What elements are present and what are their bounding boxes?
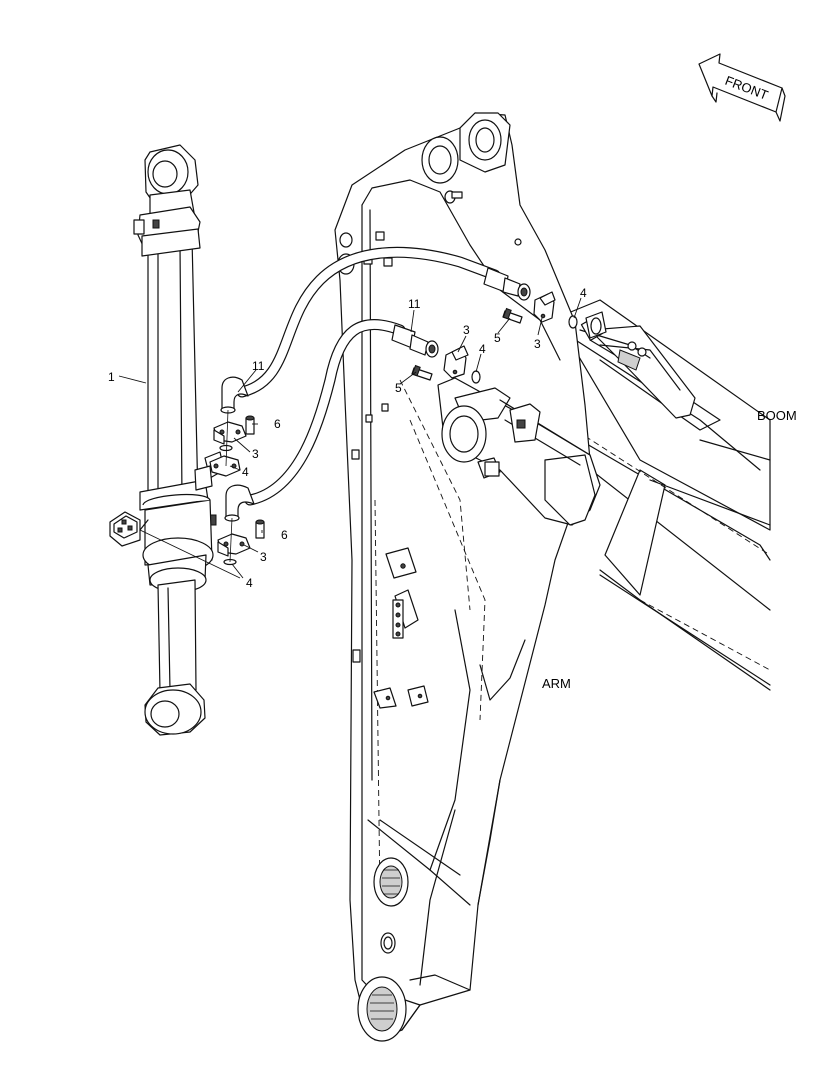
- arm: [334, 112, 601, 1042]
- leader-lines: [118, 297, 582, 579]
- callout-5-arm-right: 5: [494, 331, 501, 345]
- callout-6-cyl-lower: 6: [281, 528, 288, 542]
- callout-1: 1: [108, 370, 115, 384]
- boom-label: BOOM: [757, 408, 797, 423]
- callout-4-arm-left: 4: [479, 342, 486, 356]
- callout-labels: 1 11 11 3 3 3 3 4 4 4 4 5 5 6 6: [108, 286, 587, 590]
- callout-4-arm-right: 4: [580, 286, 587, 300]
- arm-cylinder: [109, 144, 225, 736]
- arm-label: ARM: [542, 676, 571, 691]
- callout-3-arm-right: 3: [534, 337, 541, 351]
- callout-6-cyl-upper: 6: [274, 417, 281, 431]
- callout-4-cyl-upper: 4: [242, 465, 249, 479]
- hydraulic-hoses: [236, 246, 501, 506]
- callout-3-cyl-lower: 3: [260, 550, 267, 564]
- cylinder-fittings: [209, 376, 265, 566]
- callout-3-arm-left: 3: [463, 323, 470, 337]
- callout-11-upper: 11: [408, 297, 421, 311]
- callout-4-cyl-lower: 4: [246, 576, 253, 590]
- front-arrow-icon: FRONT: [698, 53, 786, 122]
- callout-3-cyl-upper: 3: [252, 447, 259, 461]
- callout-5-arm-left: 5: [395, 381, 402, 395]
- callout-11-lower: 11: [252, 359, 265, 373]
